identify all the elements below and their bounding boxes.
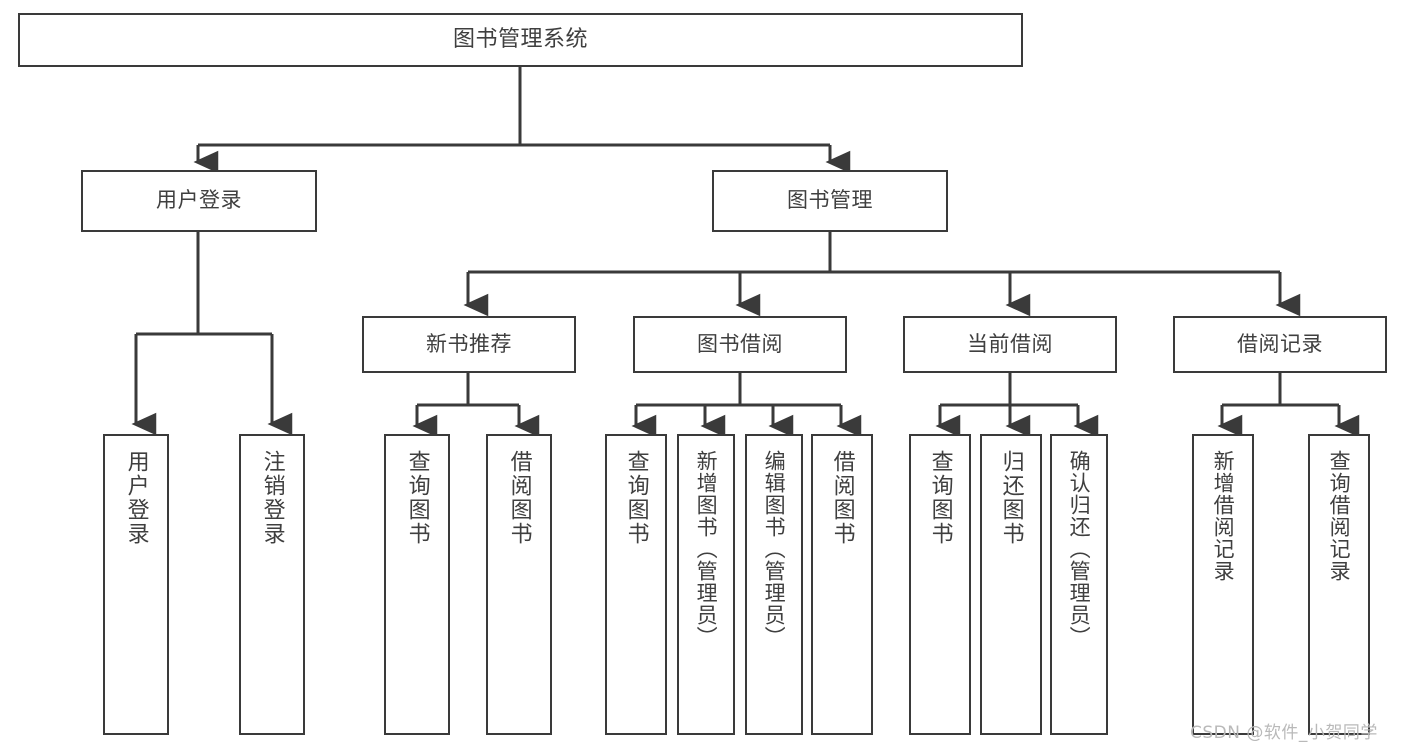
node-borrow-record[interactable]: 借阅记录 [1173,316,1387,373]
node-label: 用户登录 [156,188,242,213]
node-label: 图书管理 [787,188,873,213]
node-label: 图书借阅 [697,331,783,356]
leaf-logout[interactable]: 注销登录 [239,434,305,735]
leaf-borrow-query-book[interactable]: 查询图书 [605,434,667,735]
node-user-login[interactable]: 用户登录 [81,170,317,232]
leaf-record-add[interactable]: 新增借阅记录 [1192,434,1254,735]
leaf-current-query-book[interactable]: 查询图书 [909,434,971,735]
node-label: 查询借阅记录 [1327,450,1352,582]
leaf-borrow-add-book[interactable]: 新增图书（管理员） [677,434,735,735]
node-label: 用户登录 [123,450,149,546]
node-label: 编辑图书（管理员） [762,450,787,648]
node-label: 新增借阅记录 [1211,450,1236,582]
leaf-user-login[interactable]: 用户登录 [103,434,169,735]
node-label: 借阅图书 [829,450,855,546]
node-label: 图书管理系统 [452,26,588,52]
node-label: 查询图书 [404,450,430,546]
leaf-recommend-borrow-book[interactable]: 借阅图书 [486,434,552,735]
leaf-borrow-borrow-book[interactable]: 借阅图书 [811,434,873,735]
watermark-text: CSDN @软件_小贺同学 [1190,723,1378,743]
leaf-current-confirm-return[interactable]: 确认归还（管理员） [1050,434,1108,735]
node-label: 注销登录 [259,450,285,546]
node-label: 查询图书 [623,450,649,546]
node-book-management[interactable]: 图书管理 [712,170,948,232]
node-label: 借阅记录 [1237,331,1323,356]
node-new-book-recommend[interactable]: 新书推荐 [362,316,576,373]
node-label: 借阅图书 [506,450,532,546]
node-root-system[interactable]: 图书管理系统 [18,13,1023,67]
leaf-borrow-edit-book[interactable]: 编辑图书（管理员） [745,434,803,735]
node-book-borrow[interactable]: 图书借阅 [633,316,847,373]
node-label: 新增图书（管理员） [694,450,719,648]
node-label: 归还图书 [998,450,1024,546]
leaf-record-query[interactable]: 查询借阅记录 [1308,434,1370,735]
leaf-recommend-query-book[interactable]: 查询图书 [384,434,450,735]
node-label: 新书推荐 [426,331,512,356]
node-label: 当前借阅 [967,331,1053,356]
node-current-borrow[interactable]: 当前借阅 [903,316,1117,373]
node-label: 查询图书 [927,450,953,546]
node-label: 确认归还（管理员） [1067,450,1092,648]
leaf-current-return-book[interactable]: 归还图书 [980,434,1042,735]
